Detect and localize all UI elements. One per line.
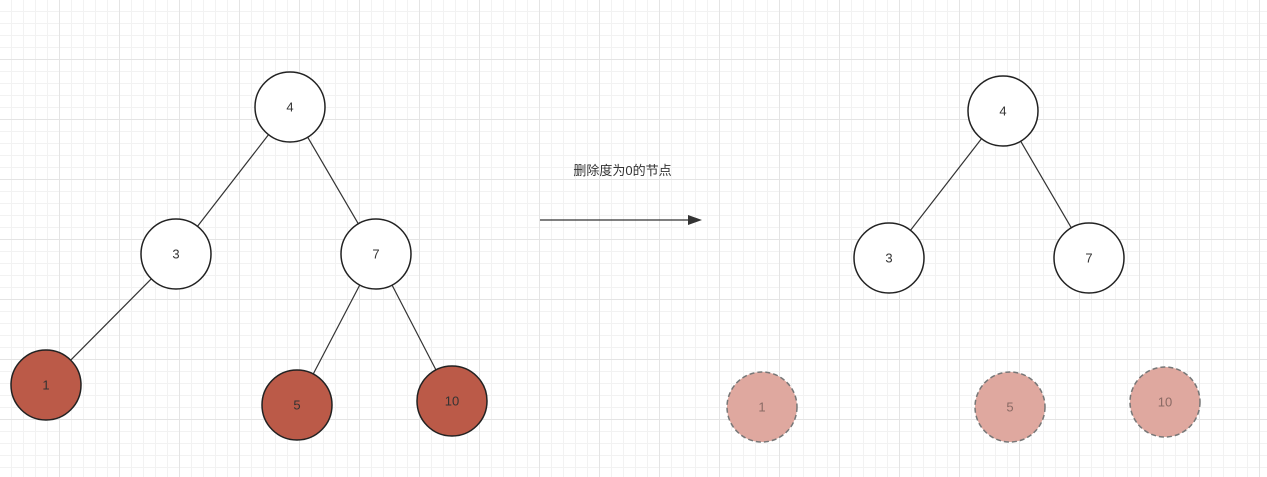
before-node-1: 1 bbox=[10, 349, 82, 421]
after-node-label: 7 bbox=[1085, 251, 1092, 266]
before-node-circle bbox=[340, 218, 412, 290]
after-node-circle bbox=[967, 75, 1039, 147]
before-node-label: 3 bbox=[172, 247, 179, 262]
before-edge-b4-b7 bbox=[307, 136, 359, 225]
before-node-circle bbox=[254, 71, 326, 143]
before-node-circle bbox=[416, 365, 488, 437]
before-node-circle bbox=[10, 349, 82, 421]
before-node-label: 4 bbox=[286, 100, 293, 115]
before-edge-b3-b1 bbox=[70, 278, 152, 361]
after-node-label: 4 bbox=[999, 104, 1006, 119]
after-node-circle bbox=[1129, 366, 1201, 438]
before-node-4: 4 bbox=[254, 71, 326, 143]
before-node-5: 5 bbox=[261, 369, 333, 441]
before-node-label: 5 bbox=[293, 398, 300, 413]
before-edge-b4-b3 bbox=[196, 134, 270, 227]
after-node-circle bbox=[853, 222, 925, 294]
after-node-label: 5 bbox=[1006, 400, 1013, 415]
before-node-label: 1 bbox=[42, 378, 49, 393]
before-node-7: 7 bbox=[340, 218, 412, 290]
after-node-5: 5 bbox=[974, 371, 1046, 443]
before-edge-b7-b5 bbox=[312, 284, 361, 375]
after-node-label: 10 bbox=[1158, 395, 1172, 410]
after-node-10: 10 bbox=[1129, 366, 1201, 438]
edges-layer bbox=[70, 134, 1072, 375]
before-node-10: 10 bbox=[416, 365, 488, 437]
operation-label: 删除度为0的节点 bbox=[573, 163, 672, 178]
after-node-1: 1 bbox=[726, 371, 798, 443]
after-node-label: 1 bbox=[758, 400, 765, 415]
before-node-label: 10 bbox=[445, 394, 459, 409]
before-node-3: 3 bbox=[140, 218, 212, 290]
after-node-label: 3 bbox=[885, 251, 892, 266]
before-edge-b7-b10 bbox=[391, 284, 437, 371]
after-edge-a4-a7 bbox=[1020, 140, 1072, 229]
transform-arrowhead bbox=[688, 215, 702, 225]
after-node-circle bbox=[974, 371, 1046, 443]
before-node-circle bbox=[261, 369, 333, 441]
after-node-4: 4 bbox=[967, 75, 1039, 147]
after-node-3: 3 bbox=[853, 222, 925, 294]
after-node-circle bbox=[1053, 222, 1125, 294]
before-node-circle bbox=[140, 218, 212, 290]
after-node-circle bbox=[726, 371, 798, 443]
after-edge-a4-a3 bbox=[909, 138, 983, 231]
after-node-7: 7 bbox=[1053, 222, 1125, 294]
nodes-layer: 4 3 7 1 5 10 4 3 7 1 5 10 bbox=[10, 71, 1201, 443]
before-node-label: 7 bbox=[372, 247, 379, 262]
